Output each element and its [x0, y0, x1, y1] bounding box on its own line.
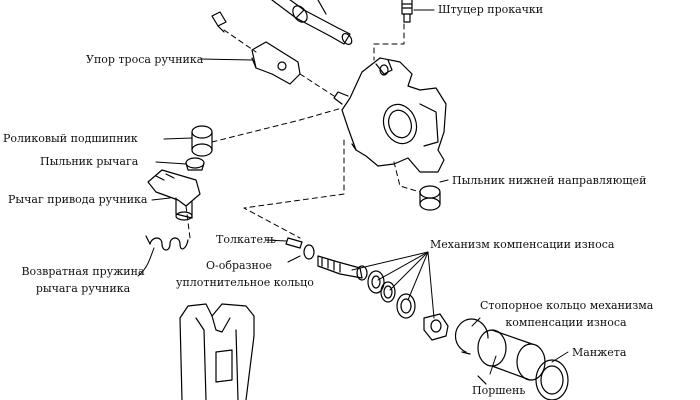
- handbrake-lever-part: [147, 169, 201, 221]
- leader-lines: [137, 9, 569, 375]
- guide-pin-top: [271, 0, 353, 46]
- cuff-part: [535, 359, 569, 400]
- label-snap-ring-line2: компенсации износа: [505, 316, 627, 329]
- label-lever-boot: Пыльник рычага: [40, 155, 139, 168]
- label-bleeder: Штуцер прокачки: [438, 3, 544, 16]
- bleeder-screw: [401, 0, 413, 23]
- snap-ring-part: [454, 318, 489, 355]
- label-handbrake-lever: Рычаг привода ручника: [8, 193, 148, 206]
- label-return-spring-line1: Возвратная пружина: [21, 265, 145, 278]
- cable-stop-bracket: [251, 41, 301, 85]
- label-snap-ring-line1: Стопорное кольцо механизма: [480, 299, 654, 312]
- lever-boot-part: [185, 157, 205, 171]
- roller-bearing-part: [191, 125, 213, 157]
- label-o-ring: О-образное уплотнительное кольцо: [176, 259, 314, 289]
- label-return-spring-line2: рычага ручника: [35, 282, 131, 295]
- caliper-body: [333, 57, 447, 173]
- small-screw: [211, 11, 227, 33]
- assembly-dashed-lines: [185, 23, 421, 239]
- label-o-ring-line1: О-образное: [205, 259, 273, 272]
- wear-rings-part: [367, 270, 449, 341]
- label-lower-guide-boot: Пыльник нижней направляющей: [452, 174, 647, 187]
- label-pusher: Толкатель: [216, 233, 276, 246]
- label-piston: Поршень: [472, 384, 526, 397]
- o-ring-part: [303, 244, 315, 260]
- caliper-bracket-part: [179, 303, 255, 400]
- lower-guide-boot-part: [419, 185, 441, 211]
- label-roller-bearing: Роликовый подшипник: [3, 132, 138, 145]
- label-o-ring-line2: уплотнительное кольцо: [176, 276, 314, 289]
- wear-screw-part: [317, 255, 368, 281]
- label-cable-stop: Упор троса ручника: [86, 53, 204, 66]
- label-return-spring: Возвратная пружина рычага ручника: [18, 265, 148, 295]
- return-spring-part: [145, 235, 189, 251]
- label-cuff: Манжета: [572, 346, 627, 359]
- label-snap-ring: Стопорное кольцо механизма компенсации и…: [480, 299, 654, 329]
- label-wear-mechanism: Механизм компенсации износа: [430, 238, 615, 251]
- pusher-part: [285, 237, 303, 249]
